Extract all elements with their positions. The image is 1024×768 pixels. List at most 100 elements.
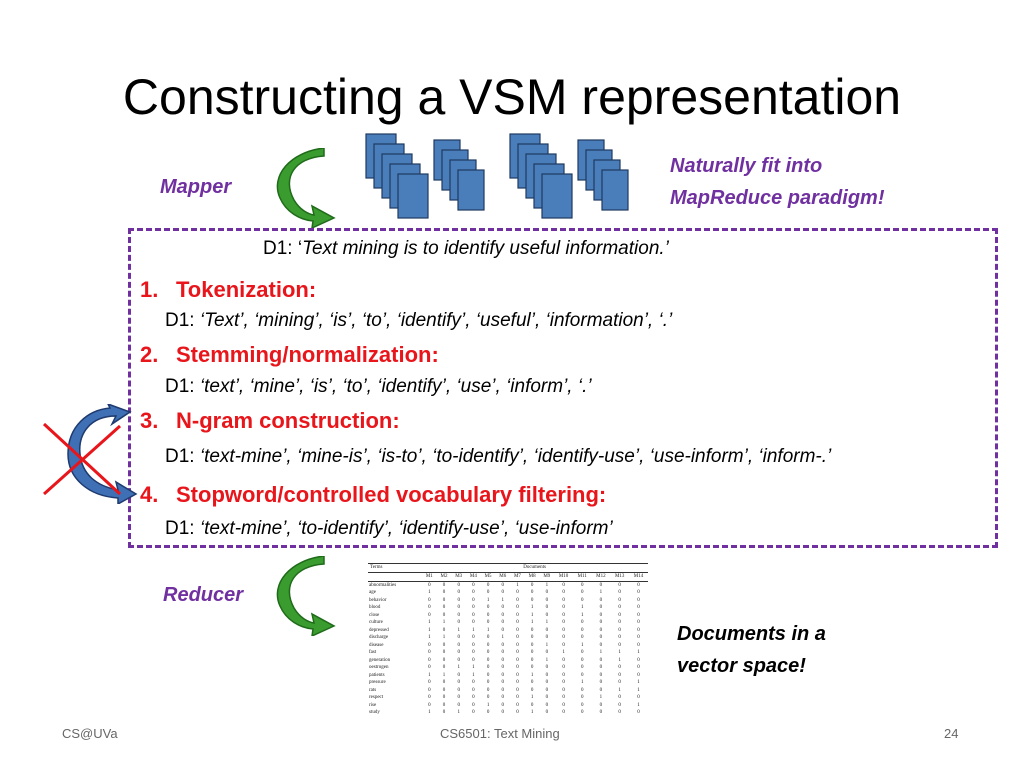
reducer-curved-arrow-icon bbox=[276, 556, 336, 636]
matrix-cell: 0 bbox=[457, 650, 460, 655]
matrix-cell: 0 bbox=[580, 620, 584, 625]
matrix-cell: 0 bbox=[530, 582, 534, 588]
matrix-cell: 0 bbox=[562, 642, 565, 648]
matrix-cell: 0 bbox=[545, 627, 549, 633]
matrix-cell: 0 bbox=[599, 612, 603, 618]
matrix-cell: 0 bbox=[516, 665, 519, 670]
matrix-cell: 0 bbox=[501, 687, 505, 693]
matrix-cell: 0 bbox=[472, 605, 475, 610]
matrix-cell: 0 bbox=[486, 710, 490, 715]
matrix-cell: 0 bbox=[637, 612, 640, 618]
matrix-cell: 0 bbox=[457, 687, 460, 693]
matrix-cell: 0 bbox=[457, 582, 460, 588]
matrix-column-header: M8 bbox=[524, 573, 540, 582]
matrix-term: disease bbox=[369, 642, 384, 648]
matrix-cell: 1 bbox=[442, 672, 446, 678]
matrix-cell: 0 bbox=[457, 672, 460, 678]
matrix-term: patients bbox=[369, 672, 385, 678]
matrix-cell: 0 bbox=[486, 687, 490, 693]
matrix-cell: 1 bbox=[428, 590, 431, 595]
matrix-cell: 1 bbox=[637, 702, 640, 708]
mapreduce-note-line-2: MapReduce paradigm! bbox=[670, 187, 885, 209]
matrix-cell: 0 bbox=[562, 665, 565, 670]
matrix-column-header: M1 bbox=[422, 573, 437, 582]
matrix-cell: 1 bbox=[530, 672, 534, 678]
matrix-cell: 0 bbox=[442, 605, 446, 610]
matrix-cell: 0 bbox=[562, 672, 565, 678]
matrix-cell: 0 bbox=[637, 665, 640, 670]
matrix-cell: 0 bbox=[516, 695, 519, 700]
matrix-cell: 1 bbox=[442, 620, 446, 625]
matrix-cell: 1 bbox=[599, 650, 603, 655]
matrix-cell: 0 bbox=[516, 597, 519, 603]
matrix-cell: 0 bbox=[442, 710, 446, 715]
matrix-top-header: Terms Documents bbox=[368, 563, 648, 573]
matrix-cell: 1 bbox=[580, 605, 584, 610]
matrix-cell: 1 bbox=[530, 710, 534, 715]
matrix-cell: 0 bbox=[530, 657, 534, 663]
matrix-cell: 0 bbox=[562, 695, 565, 700]
matrix-cell: 0 bbox=[545, 687, 549, 693]
matrix-cell: 1 bbox=[599, 590, 603, 595]
matrix-cell: 0 bbox=[501, 680, 505, 685]
matrix-cell: 0 bbox=[428, 665, 431, 670]
matrix-cell: 0 bbox=[545, 710, 549, 715]
matrix-cell: 0 bbox=[580, 582, 584, 588]
matrix-cell: 0 bbox=[486, 642, 490, 648]
matrix-term: study bbox=[369, 710, 380, 715]
matrix-term: oestrogen bbox=[369, 665, 389, 670]
matrix-cell: 1 bbox=[428, 710, 431, 715]
matrix-term: abnormalities bbox=[369, 582, 397, 588]
mapper-curved-arrow-icon bbox=[276, 148, 336, 228]
matrix-cell: 0 bbox=[442, 665, 446, 670]
matrix-cell: 0 bbox=[618, 597, 621, 603]
matrix-cell: 0 bbox=[599, 582, 603, 588]
matrix-cell: 1 bbox=[545, 620, 549, 625]
matrix-cell: 0 bbox=[618, 605, 621, 610]
matrix-cell: 1 bbox=[428, 635, 431, 640]
matrix-cell: 0 bbox=[599, 597, 603, 603]
matrix-cell: 1 bbox=[530, 695, 534, 700]
matrix-cell: 0 bbox=[562, 657, 565, 663]
matrix-cell: 0 bbox=[486, 672, 490, 678]
matrix-cell: 0 bbox=[501, 582, 505, 588]
matrix-column-header: M4 bbox=[466, 573, 481, 582]
matrix-column-header: M10 bbox=[554, 573, 573, 582]
matrix-cell: 0 bbox=[530, 665, 534, 670]
matrix-cell: 0 bbox=[545, 650, 549, 655]
matrix-corner: Terms bbox=[370, 565, 383, 570]
matrix-cell: 0 bbox=[618, 590, 621, 595]
matrix-cell: 0 bbox=[599, 710, 603, 715]
matrix-column-header: M5 bbox=[480, 573, 496, 582]
matrix-cell: 0 bbox=[545, 695, 549, 700]
matrix-cell: 0 bbox=[599, 702, 603, 708]
matrix-cell: 0 bbox=[618, 582, 621, 588]
matrix-term: depressed bbox=[369, 627, 389, 633]
matrix-cell: 0 bbox=[618, 702, 621, 708]
matrix-cell: 0 bbox=[637, 695, 640, 700]
matrix-cell: 0 bbox=[472, 657, 475, 663]
matrix-cell: 0 bbox=[580, 672, 584, 678]
matrix-cell: 0 bbox=[562, 710, 565, 715]
matrix-column-header: M14 bbox=[629, 573, 648, 582]
matrix-cell: 0 bbox=[501, 665, 505, 670]
matrix-term: culture bbox=[369, 620, 383, 625]
matrix-cell: 0 bbox=[562, 590, 565, 595]
matrix-cell: 1 bbox=[457, 665, 460, 670]
matrix-cell: 0 bbox=[580, 695, 584, 700]
matrix-cell: 0 bbox=[580, 702, 584, 708]
matrix-cell: 0 bbox=[580, 597, 584, 603]
matrix-cell: 0 bbox=[472, 590, 475, 595]
slide-title: Constructing a VSM representation bbox=[122, 69, 902, 125]
matrix-cell: 0 bbox=[472, 650, 475, 655]
matrix-cell: 0 bbox=[501, 710, 505, 715]
loop-arrow-crossed-icon bbox=[42, 404, 138, 504]
matrix-cell: 0 bbox=[516, 620, 519, 625]
matrix-term: blood bbox=[369, 605, 381, 610]
matrix-cell: 0 bbox=[530, 642, 534, 648]
matrix-cell: 1 bbox=[580, 612, 584, 618]
matrix-cell: 0 bbox=[516, 605, 519, 610]
